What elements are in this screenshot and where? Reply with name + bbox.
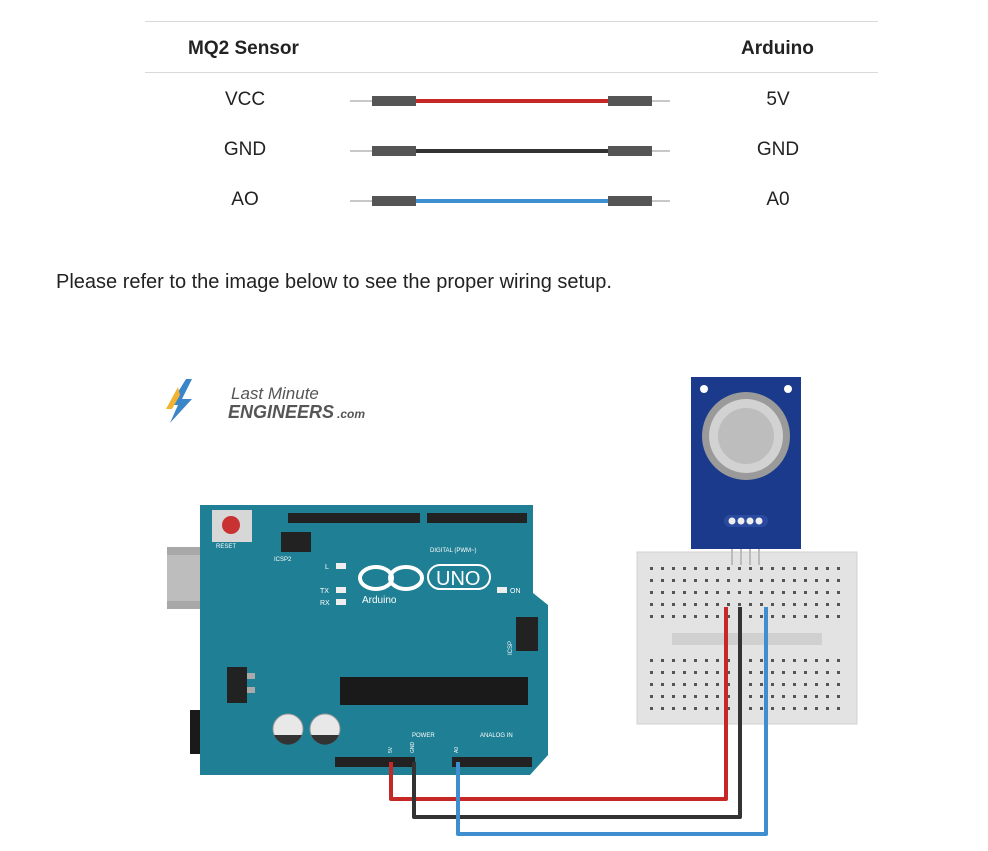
icsp2-header bbox=[281, 532, 311, 552]
reset-label: RESET bbox=[216, 544, 236, 550]
brand-logo: Last Minute ENGINEERS .com bbox=[166, 379, 365, 423]
svg-text:ANALOG IN: ANALOG IN bbox=[480, 733, 513, 739]
arduino-board: RESET ICSP2 DIGITAL (PWM~) L TX RX ON UN… bbox=[167, 505, 548, 775]
wire-ao bbox=[350, 196, 670, 206]
reset-button bbox=[222, 516, 240, 534]
analog-header bbox=[452, 757, 532, 767]
svg-text:TX: TX bbox=[320, 588, 329, 595]
svg-text:ICSP: ICSP bbox=[508, 641, 514, 655]
svg-text:A0: A0 bbox=[454, 747, 460, 753]
mq2-sensor bbox=[691, 377, 801, 565]
microcontroller-chip bbox=[340, 677, 528, 705]
board-body bbox=[200, 505, 548, 775]
logo-suffix: .com bbox=[337, 407, 365, 421]
wiring-diagram-image: Last Minute ENGINEERS .com RESET ICSP2 D… bbox=[166, 377, 858, 836]
sensor-pin-gnd: GND bbox=[223, 139, 267, 160]
jumper-wires bbox=[389, 607, 768, 836]
power-header bbox=[335, 757, 415, 767]
logo-line1: Last Minute bbox=[231, 384, 319, 403]
digital-header-2 bbox=[427, 513, 527, 523]
arduino-pin-a0: A0 bbox=[766, 189, 790, 210]
board-name: UNO bbox=[436, 568, 480, 590]
header-arduino: Arduino bbox=[741, 38, 814, 59]
instruction-text: Please refer to the image below to see t… bbox=[56, 271, 612, 293]
svg-text:POWER: POWER bbox=[412, 733, 435, 739]
arduino-pin-5v: 5V bbox=[766, 89, 790, 110]
logo-line2: ENGINEERS bbox=[228, 402, 334, 422]
svg-text:5V: 5V bbox=[388, 746, 394, 753]
svg-text:ICSP2: ICSP2 bbox=[274, 557, 292, 563]
svg-text:GND: GND bbox=[410, 742, 416, 754]
board-sub: Arduino bbox=[362, 595, 397, 606]
signal-wire bbox=[456, 607, 768, 836]
svg-text:L: L bbox=[325, 564, 329, 571]
table-top-rule bbox=[145, 21, 878, 22]
icsp-header bbox=[516, 617, 538, 651]
vcc-wire bbox=[389, 607, 728, 801]
sensor-pin-ao: AO bbox=[231, 189, 259, 210]
wire-gnd bbox=[350, 146, 670, 156]
svg-text:RX: RX bbox=[320, 600, 330, 607]
table-header-rule bbox=[145, 72, 878, 73]
sensor-pin-vcc: VCC bbox=[224, 89, 266, 110]
breadboard bbox=[636, 551, 858, 725]
arduino-pin-gnd: GND bbox=[756, 139, 800, 160]
wire-vcc bbox=[350, 96, 670, 106]
header-sensor: MQ2 Sensor bbox=[188, 38, 299, 59]
svg-text:DIGITAL (PWM~): DIGITAL (PWM~) bbox=[430, 548, 477, 554]
digital-header-1 bbox=[288, 513, 420, 523]
svg-text:ON: ON bbox=[510, 588, 521, 595]
arduino-logo: UNO Arduino bbox=[358, 564, 491, 606]
gnd-wire bbox=[412, 607, 742, 819]
